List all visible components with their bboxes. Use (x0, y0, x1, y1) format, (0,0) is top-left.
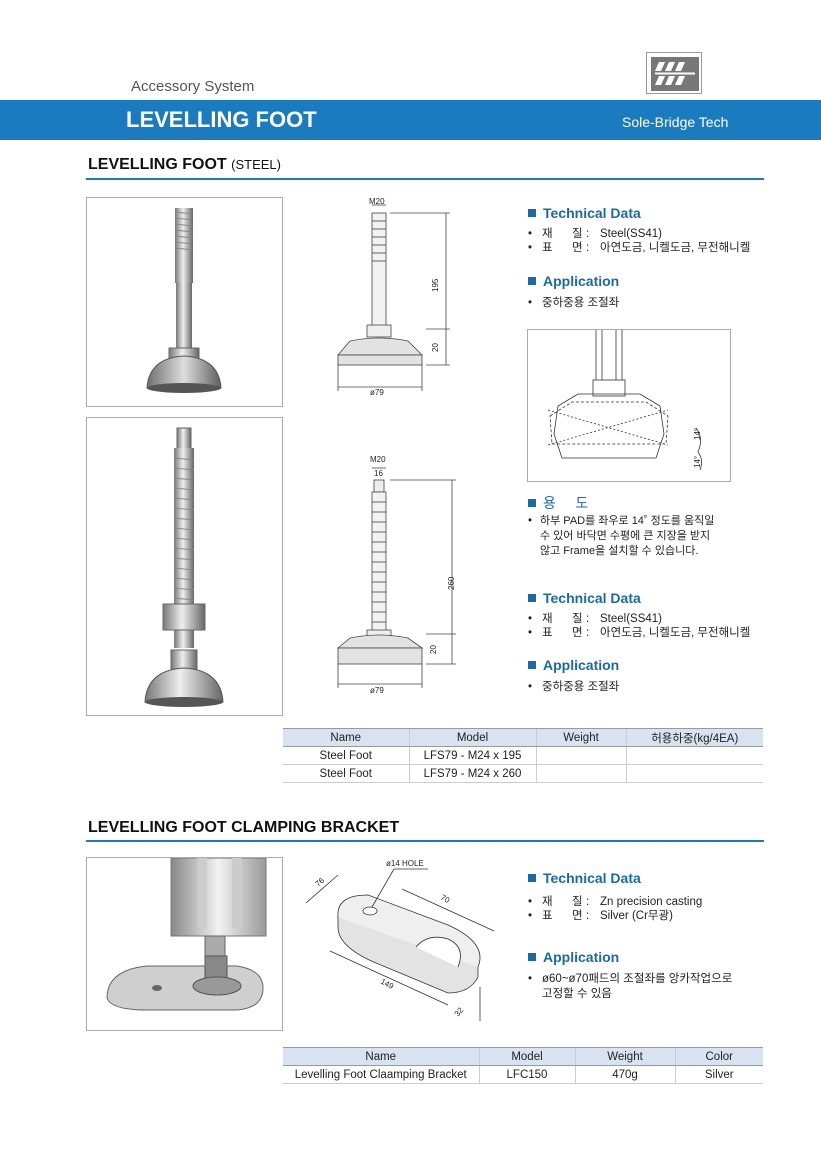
square-bullet-icon (528, 277, 536, 285)
tilt-angle-drawing: 14° 14° (527, 329, 731, 482)
application-line: •중하중용 조절좌 (528, 297, 620, 309)
header-subtitle: Accessory System (131, 78, 255, 95)
dim-pad-height: 20 (429, 645, 438, 654)
dim-length: 195 (431, 278, 440, 292)
table-cell: Steel Foot (283, 764, 409, 783)
square-bullet-icon (528, 953, 536, 961)
table-cell (625, 746, 763, 765)
spec-table-bracket: Name Model Weight Color Levelling Foot C… (283, 1047, 763, 1084)
section-title-text: LEVELLING FOOT (88, 156, 227, 173)
usage-bullet: • (528, 515, 533, 527)
dimension-drawing-195: M20 195 20 ø79 (337, 197, 450, 397)
table-row: Steel Foot LFS79 - M24 x 260 (283, 764, 763, 783)
application-line: •중하중용 조절좌 (528, 681, 620, 693)
table-header: Weight (535, 728, 626, 747)
dim-thread-length: 16 (374, 469, 383, 478)
table-cell: 470g (574, 1065, 675, 1084)
dim-32: 32 (453, 1005, 466, 1018)
header-band (0, 100, 821, 140)
usage-line-3: 않고 Frame을 설치할 수 있습니다. (540, 545, 699, 557)
dimension-drawing-260: M20 16 260 20 ø79 (336, 455, 456, 695)
tech-data-heading: Technical Data (528, 205, 641, 221)
dim-70: 70 (439, 893, 452, 905)
table-header: Name (283, 1047, 479, 1066)
dim-diameter: ø79 (370, 388, 384, 397)
application-line-1: •ø60~ø70패드의 조절좌를 앙카작업으로 (528, 973, 733, 985)
section-title-suffix: (STEEL) (231, 157, 281, 172)
application-heading: Application (528, 273, 619, 289)
product-photo-foot-195 (86, 197, 283, 407)
table-header-row: Name Model Weight Color (283, 1047, 763, 1066)
table-cell: Levelling Foot Claamping Bracket (283, 1065, 479, 1084)
table-row: Levelling Foot Claamping Bracket LFC150 … (283, 1065, 763, 1084)
spec-table-steel: Name Model Weight 허용하중(kg/4EA) Steel Foo… (283, 728, 763, 783)
table-cell: Silver (674, 1065, 763, 1084)
table-header: Name (283, 728, 409, 747)
section-rule (86, 178, 764, 180)
table-cell: LFS79 - M24 x 195 (408, 746, 536, 765)
angle-top-label: 14° (693, 428, 702, 440)
application-heading: Application (528, 949, 619, 965)
application-heading: Application (528, 657, 619, 673)
table-header: Color (674, 1047, 763, 1066)
usage-line-2: 수 있어 바닥면 수평에 큰 지장을 받지 (540, 530, 711, 542)
hole-label: ø14 HOLE (386, 859, 424, 868)
table-cell (535, 764, 626, 783)
table-cell (625, 764, 763, 783)
table-row: Steel Foot LFS79 - M24 x 195 (283, 746, 763, 765)
dim-thread: M20 (369, 197, 385, 206)
dim-thread: M20 (370, 455, 386, 464)
page-title: LEVELLING FOOT (126, 107, 317, 132)
table-cell: Steel Foot (283, 746, 409, 765)
table-header-row: Name Model Weight 허용하중(kg/4EA) (283, 728, 763, 747)
application-line-2: 고정할 수 있음 (542, 988, 612, 1000)
bracket-dimension-drawing: ø14 HOLE 76 70 149 32 (305, 859, 495, 1021)
tech-data-heading: Technical Data (528, 870, 641, 886)
section-rule (86, 840, 764, 842)
product-photo-bracket (86, 857, 283, 1031)
dim-pad-height: 20 (431, 343, 440, 352)
square-bullet-icon (528, 594, 536, 602)
section-title-steel: LEVELLING FOOT (STEEL) (88, 156, 281, 174)
tech-data-heading: Technical Data (528, 590, 641, 606)
dim-length: 260 (447, 576, 456, 590)
table-cell: LFC150 (478, 1065, 575, 1084)
square-bullet-icon (528, 661, 536, 669)
table-header: Model (478, 1047, 575, 1066)
usage-line-1: 하부 PAD를 좌우로 14˚ 정도를 움직일 (540, 515, 715, 527)
table-header: Weight (574, 1047, 675, 1066)
square-bullet-icon (528, 209, 536, 217)
table-cell: LFS79 - M24 x 260 (408, 764, 536, 783)
dim-149: 149 (379, 977, 395, 991)
dim-diameter: ø79 (370, 686, 384, 695)
usage-heading: 용 도 (528, 493, 588, 513)
section-title-bracket: LEVELLING FOOT CLAMPING BRACKET (88, 819, 400, 836)
table-cell (535, 746, 626, 765)
angle-bottom-label: 14° (693, 456, 702, 468)
brand-name: Sole-Bridge Tech (622, 114, 729, 130)
square-bullet-icon (528, 499, 536, 507)
brand-logo (646, 52, 702, 94)
square-bullet-icon (528, 874, 536, 882)
table-header: Model (408, 728, 536, 747)
table-header: 허용하중(kg/4EA) (625, 728, 763, 747)
product-photo-foot-260 (86, 417, 283, 716)
